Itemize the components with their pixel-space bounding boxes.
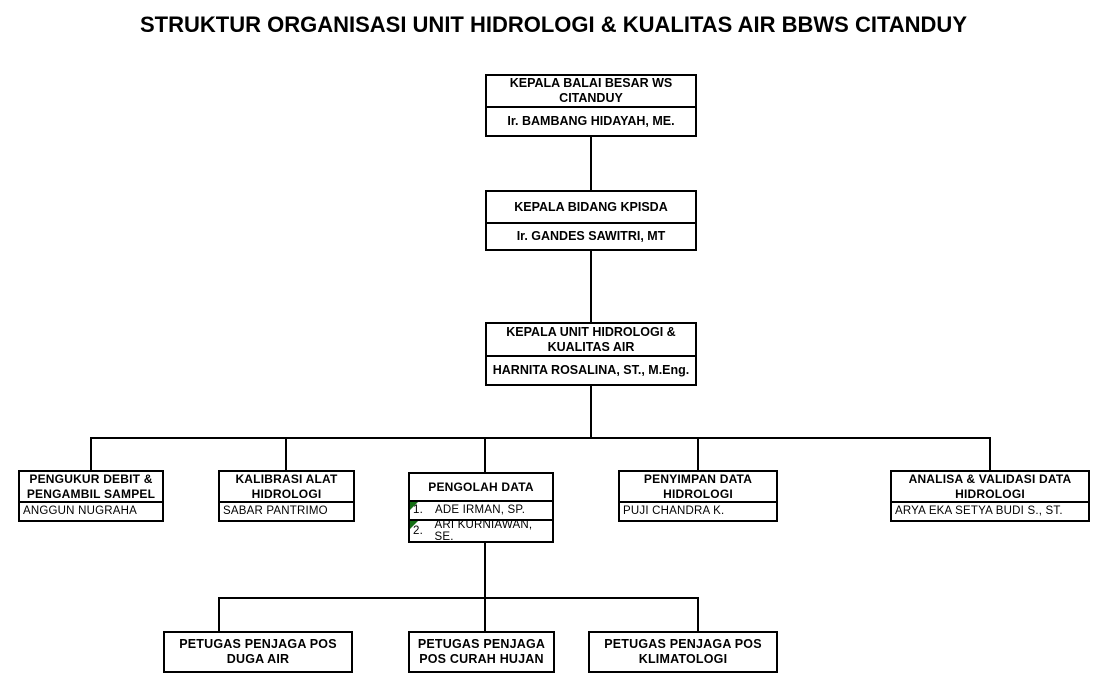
- org-node-title: PENGUKUR DEBIT & PENGAMBIL SAMPEL: [20, 472, 162, 503]
- org-node-title: ANALISA & VALIDASI DATA HIDROLOGI: [892, 472, 1088, 503]
- org-node-pos-duga-air: PETUGAS PENJAGA POS DUGA AIR: [163, 631, 353, 673]
- org-node-title: PETUGAS PENJAGA POS KLIMATOLOGI: [604, 637, 762, 666]
- cell-flag-icon: [410, 501, 418, 510]
- connector-line: [90, 437, 92, 470]
- connector-line: [590, 251, 592, 322]
- connector-line: [484, 437, 486, 472]
- org-node-pos-curah-hujan: PETUGAS PENJAGA POS CURAH HUJAN: [408, 631, 555, 673]
- org-node-name: SABAR PANTRIMO: [223, 504, 328, 517]
- connector-line: [218, 597, 220, 631]
- org-node-title: PETUGAS PENJAGA POS CURAH HUJAN: [417, 637, 546, 666]
- org-node-penyimpan-data: PENYIMPAN DATA HIDROLOGI PUJI CHANDRA K.: [618, 470, 778, 522]
- member-name: ARI KURNIAWAN, SE.: [434, 519, 533, 543]
- member-number: 1.: [413, 504, 423, 517]
- org-node-kepala-unit-hidrologi: KEPALA UNIT HIDROLOGI & KUALITAS AIR HAR…: [485, 322, 697, 386]
- org-node-title: PENYIMPAN DATA HIDROLOGI: [620, 472, 776, 503]
- org-node-title: PETUGAS PENJAGA POS DUGA AIR: [179, 637, 337, 666]
- org-node-kalibrasi-alat: KALIBRASI ALAT HIDROLOGI SABAR PANTRIMO: [218, 470, 355, 522]
- member-row: 1. ADE IRMAN, SP.: [410, 501, 552, 521]
- org-node-kepala-bidang-kpisda: KEPALA BIDANG KPISDA Ir. GANDES SAWITRI,…: [485, 190, 697, 251]
- connector-line: [90, 437, 991, 439]
- org-node-title: KEPALA BALAI BESAR WS CITANDUY: [487, 76, 695, 108]
- cell-flag-icon: [410, 521, 418, 529]
- member-name: ADE IRMAN, SP.: [435, 504, 526, 517]
- org-node-name: PUJI CHANDRA K.: [623, 504, 725, 517]
- org-node-kepala-balai-besar: KEPALA BALAI BESAR WS CITANDUY Ir. BAMBA…: [485, 74, 697, 137]
- org-node-analisa-validasi: ANALISA & VALIDASI DATA HIDROLOGI ARYA E…: [890, 470, 1090, 522]
- connector-line: [484, 543, 486, 597]
- connector-line: [218, 597, 699, 599]
- org-node-name: ARYA EKA SETYA BUDI S., ST.: [895, 504, 1063, 517]
- connector-line: [285, 437, 287, 470]
- org-node-title: KEPALA BIDANG KPISDA: [487, 192, 695, 224]
- org-node-name: Ir. BAMBANG HIDAYAH, ME.: [507, 114, 675, 128]
- org-node-name: Ir. GANDES SAWITRI, MT: [516, 229, 666, 243]
- member-row: 2. ARI KURNIAWAN, SE.: [410, 519, 552, 543]
- org-node-title: KEPALA UNIT HIDROLOGI & KUALITAS AIR: [487, 324, 695, 357]
- connector-line: [697, 437, 699, 470]
- connector-line: [697, 597, 699, 631]
- page-title: STRUKTUR ORGANISASI UNIT HIDROLOGI & KUA…: [139, 12, 967, 37]
- connector-line: [590, 137, 592, 190]
- member-number: 2.: [413, 525, 423, 537]
- org-node-pengukur-debit: PENGUKUR DEBIT & PENGAMBIL SAMPEL ANGGUN…: [18, 470, 164, 522]
- org-node-title: KALIBRASI ALAT HIDROLOGI: [220, 472, 353, 503]
- org-node-title: PENGOLAH DATA: [410, 474, 552, 502]
- org-node-pengolah-data: PENGOLAH DATA 1. ADE IRMAN, SP. 2. ARI K…: [408, 472, 554, 543]
- org-node-name: ANGGUN NUGRAHA: [23, 504, 137, 517]
- connector-line: [484, 597, 486, 631]
- org-node-name: HARNITA ROSALINA, ST., M.Eng.: [492, 363, 690, 377]
- connector-line: [989, 437, 991, 470]
- org-node-pos-klimatologi: PETUGAS PENJAGA POS KLIMATOLOGI: [588, 631, 778, 673]
- connector-line: [590, 386, 592, 437]
